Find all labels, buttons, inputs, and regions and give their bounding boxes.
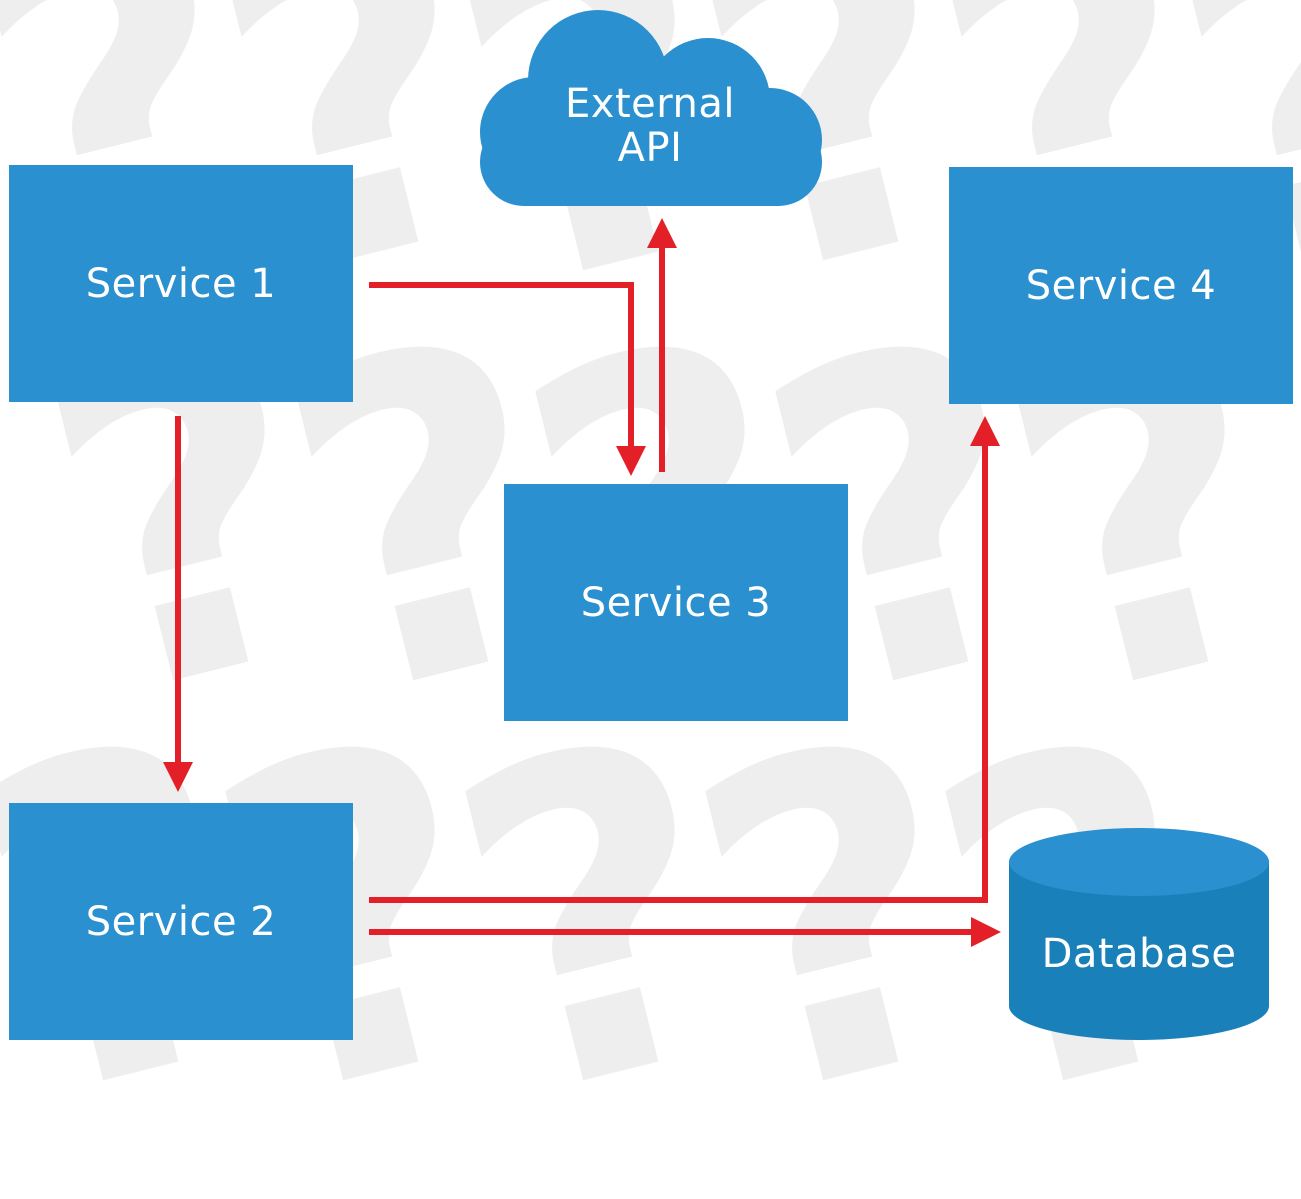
service-2-box: Service 2	[9, 803, 353, 1040]
service-3-box: Service 3	[504, 484, 848, 721]
arrow-service2-to-service4	[369, 416, 1000, 903]
database-cylinder-icon	[1009, 828, 1269, 1040]
external-api-label: External API	[565, 81, 735, 171]
service-1-label: Service 1	[85, 260, 277, 307]
cloud-icon	[480, 10, 822, 206]
database-label: Database	[1041, 931, 1237, 977]
service-3-label: Service 3	[580, 579, 772, 626]
service-2-label: Service 2	[85, 898, 277, 945]
service-4-label: Service 4	[1025, 262, 1217, 309]
diagram-graphics	[163, 10, 1269, 1040]
arrow-service1-to-service3	[369, 282, 646, 476]
service-1-box: Service 1	[9, 165, 353, 402]
service-4-box: Service 4	[949, 167, 1293, 404]
